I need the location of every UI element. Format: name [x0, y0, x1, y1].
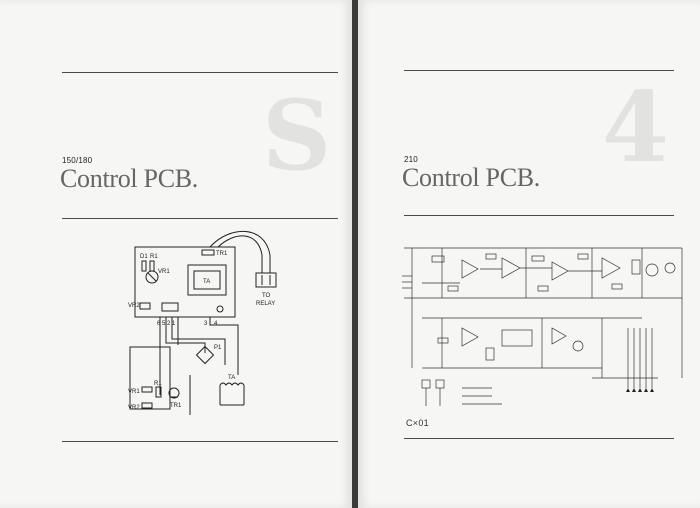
pcb-board	[134, 246, 236, 318]
label-ta: TA	[203, 279, 210, 285]
pot-vr1-lower	[141, 386, 153, 393]
label-vr2: VR2	[128, 303, 140, 309]
left-page: S 150/180 Control PCB.	[0, 0, 353, 508]
label-d1: D1	[140, 254, 148, 260]
label-vr1: VR1	[158, 269, 170, 275]
opamp-4	[601, 257, 621, 279]
label-r1: R1	[150, 254, 158, 260]
schematic-diagram	[402, 247, 683, 406]
opamp-6	[551, 327, 567, 345]
opamp-5	[461, 327, 479, 347]
label-pins: 6 5 2 1	[157, 321, 176, 327]
label-r1-lower: R1	[154, 381, 162, 387]
component-tr1	[201, 249, 215, 256]
label-vr1-lower: VR1	[128, 389, 140, 395]
label-ta-lower: TA	[228, 375, 235, 381]
opamp-2	[501, 257, 521, 279]
top-rule	[404, 70, 674, 71]
rectifier-p1	[195, 345, 215, 365]
relay-connector	[255, 272, 277, 288]
label-vr2-lower: VR2	[128, 405, 140, 411]
top-rule	[62, 72, 338, 73]
coil-ta	[219, 382, 245, 386]
transformer-ta	[187, 264, 227, 296]
watermark: 4	[602, 71, 669, 184]
ic-chip	[501, 329, 533, 347]
opamp-3	[551, 261, 569, 281]
opamp-1	[461, 259, 479, 279]
label-pin3: 3	[204, 321, 208, 327]
diode-d1	[141, 260, 147, 272]
bottom-rule	[62, 441, 338, 442]
page-title: Control PCB.	[60, 164, 198, 193]
page-title: Control PCB.	[402, 163, 540, 192]
terminal-strip	[161, 302, 179, 312]
label-p1: P1	[214, 345, 222, 351]
resistor-r1	[149, 260, 155, 272]
vr2	[139, 302, 151, 310]
label-tr1-lower: TR1	[170, 403, 182, 409]
model-number: 150/180	[62, 156, 93, 165]
model-number: 210	[404, 155, 418, 164]
transistor-tr1	[168, 387, 180, 399]
book-gutter	[352, 0, 358, 508]
right-page: 4 210 Control PCB.	[358, 0, 700, 508]
wiring-diagram: D1 R1 VR1 TR1 TA VR2 TO RELAY 6 5 2 1 3 …	[128, 231, 277, 415]
pot-vr2-lower	[141, 402, 153, 409]
middle-rule	[404, 215, 674, 216]
label-to: TO	[262, 293, 271, 299]
middle-rule	[62, 218, 338, 219]
figure-label: C×01	[406, 418, 429, 428]
label-relay: RELAY	[256, 301, 275, 307]
bottom-rule	[404, 438, 674, 439]
label-pin4: 4	[214, 321, 218, 327]
watermark: S	[262, 79, 332, 192]
label-tr1: TR1	[216, 251, 228, 257]
